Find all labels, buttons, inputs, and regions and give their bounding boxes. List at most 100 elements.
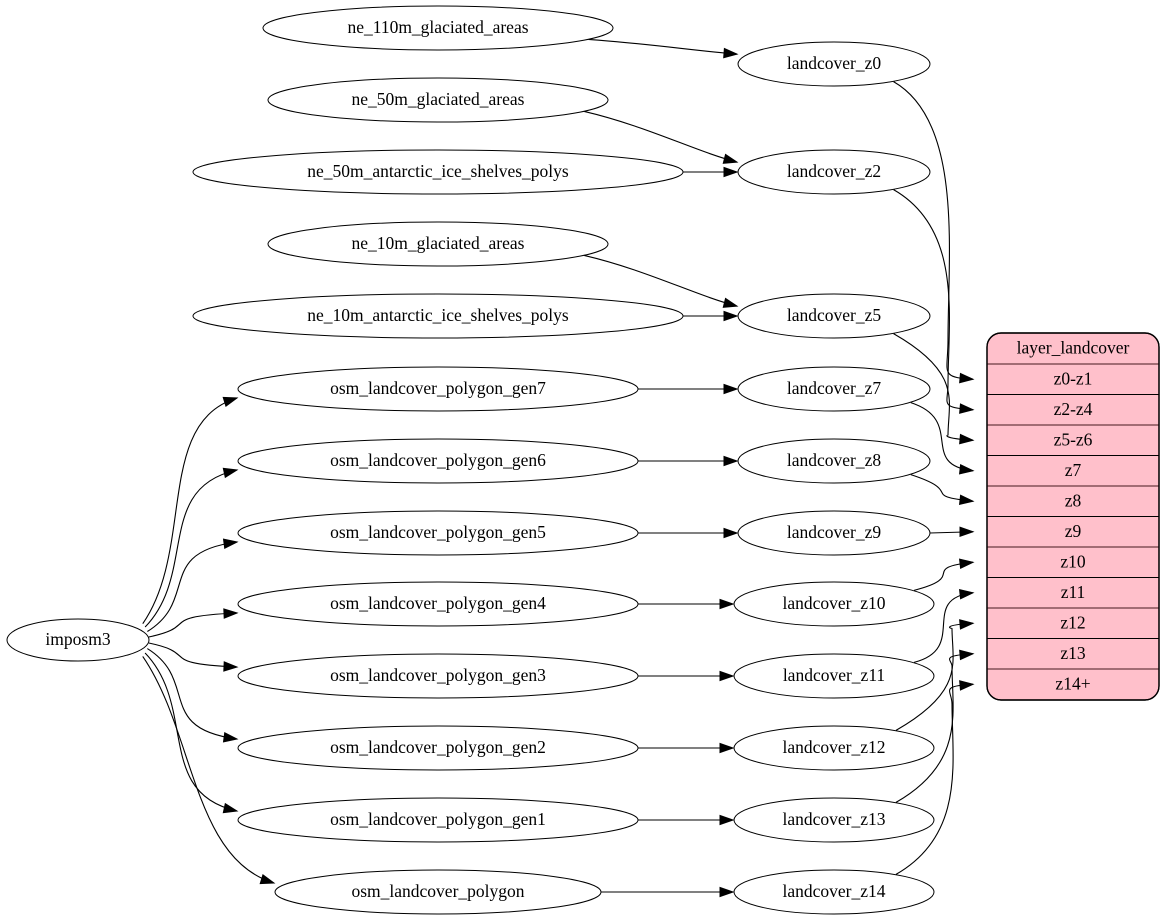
node-ne-110m-glaciated-areas-label: ne_110m_glaciated_areas [347,17,528,37]
layer-table-row-label: z11 [1061,582,1086,602]
edge-arrowhead [959,433,975,445]
node-ne-10m-glaciated-areas-label: ne_10m_glaciated_areas [352,233,525,253]
node-osm-landcover-polygon-gen7-label: osm_landcover_polygon_gen7 [330,378,546,398]
node-landcover-z9-label: landcover_z9 [787,522,882,542]
node-landcover-z5[interactable]: landcover_z5 [737,293,931,339]
node-landcover-z14-shape [733,869,935,915]
node-landcover-z7-shape [737,366,931,412]
edge-arrowhead [223,608,239,619]
edge-arrowhead [723,47,739,59]
node-landcover-z8[interactable]: landcover_z8 [737,438,931,484]
node-landcover-z7-label: landcover_z7 [787,378,882,398]
edge-arrowhead [222,396,239,408]
node-landcover-z2-label: landcover_z2 [787,161,881,181]
node-landcover-z2-shape [737,149,931,195]
node-osm-landcover-polygon-gen6-label: osm_landcover_polygon_gen6 [330,450,546,470]
edge-to-layer-row [913,592,974,663]
edge-to-layer-row [893,189,974,411]
edge-source-to-landcover [584,254,738,307]
node-osm-landcover-polygon-gen4-shape [237,581,639,627]
edge-imposm3-to-source-table [144,469,238,628]
node-osm-landcover-polygon-gen4[interactable]: osm_landcover_polygon_gen4 [237,581,639,627]
node-landcover-z14[interactable]: landcover_z14 [733,869,935,915]
edge-arrowhead [723,166,739,178]
node-landcover-z5-label: landcover_z5 [787,305,882,325]
edge-arrowhead [723,527,739,539]
node-ne-50m-antarctic-ice-shelves-polys[interactable]: ne_50m_antarctic_ice_shelves_polys [192,149,684,195]
nodes-layer: imposm3 ne_110m_glaciated_areas ne_50m_gla… [6,5,935,915]
node-osm-landcover-polygon-gen6[interactable]: osm_landcover_polygon_gen6 [237,438,639,484]
edge-arrowhead [222,538,239,550]
node-ne-10m-antarctic-ice-shelves-polys[interactable]: ne_10m_antarctic_ice_shelves_polys [192,293,684,339]
edge-arrowhead [222,802,239,814]
node-landcover-z12-shape [733,725,935,771]
node-landcover-z0[interactable]: landcover_z0 [737,41,931,87]
node-landcover-z14-label: landcover_z14 [782,881,885,901]
edge-arrowhead [959,372,975,384]
node-imposm3[interactable]: imposm3 [6,618,150,662]
layer-table-row-label: z8 [1065,490,1082,510]
node-ne-50m-glaciated-areas[interactable]: ne_50m_glaciated_areas [267,77,609,123]
node-osm-landcover-polygon-gen7[interactable]: osm_landcover_polygon_gen7 [237,366,639,412]
node-landcover-z8-shape [737,438,931,484]
node-ne-10m-glaciated-areas-shape [267,221,609,267]
node-osm-landcover-polygon-gen2[interactable]: osm_landcover_polygon_gen2 [237,725,639,771]
layer-table-row-label: z0-z1 [1054,368,1093,388]
node-landcover-z10-shape [733,581,935,627]
edge-to-layer-row [895,622,974,731]
node-landcover-z9-shape [737,510,931,556]
edge-to-layer-row [910,402,974,472]
node-landcover-z11[interactable]: landcover_z11 [733,653,935,699]
edge-arrowhead [719,814,735,826]
node-landcover-z2[interactable]: landcover_z2 [737,149,931,195]
edge-arrowhead [959,526,975,538]
node-osm-landcover-polygon-gen2-label: osm_landcover_polygon_gen2 [330,737,546,757]
edge-arrowhead [222,467,239,479]
node-landcover-z12[interactable]: landcover_z12 [733,725,935,771]
node-osm-landcover-polygon-gen6-shape [237,438,639,484]
node-osm-landcover-polygon-gen1-shape [237,797,639,843]
edge-arrowhead [959,649,975,661]
node-ne-50m-glaciated-areas-shape [267,77,609,123]
edge-arrowhead [223,661,239,672]
node-osm-landcover-polygon-gen1[interactable]: osm_landcover_polygon_gen1 [237,797,639,843]
node-landcover-z5-shape [737,293,931,339]
edge-imposm3-to-source-table [148,612,238,638]
node-osm-landcover-polygon-gen3[interactable]: osm_landcover_polygon_gen3 [237,653,639,699]
edge-imposm3-to-source-table [142,656,275,884]
edge-arrowhead [722,297,739,308]
node-landcover-z13-label: landcover_z13 [782,809,885,829]
edge-to-layer-row [895,653,974,803]
layer-table-outline [986,332,1160,701]
node-ne-110m-glaciated-areas[interactable]: ne_110m_glaciated_areas [262,5,614,51]
node-osm-landcover-polygon[interactable]: osm_landcover_polygon [274,869,602,915]
node-osm-landcover-polygon-gen4-label: osm_landcover_polygon_gen4 [330,593,546,613]
node-landcover-z10-label: landcover_z10 [782,593,885,613]
node-landcover-z10[interactable]: landcover_z10 [733,581,935,627]
node-landcover-z11-shape [733,653,935,699]
edge-source-to-landcover [588,38,738,55]
edge-source-to-landcover [584,110,738,163]
node-landcover-z0-shape [737,41,931,87]
node-landcover-z9[interactable]: landcover_z9 [737,510,931,556]
layer-table-row-label: z7 [1065,460,1082,480]
edge-arrowhead [723,383,739,395]
layer-table-row-label: z2-z4 [1054,399,1093,419]
node-osm-landcover-polygon-gen5[interactable]: osm_landcover_polygon_gen5 [237,510,639,556]
edge-imposm3-to-source-table [148,642,238,668]
layer-landcover-table: layer_landcoverz0-z1z2-z4z5-z6z7z8z9z10z… [986,332,1160,701]
node-landcover-z0-label: landcover_z0 [787,53,882,73]
node-osm-landcover-polygon-shape [274,869,602,915]
edge-arrowhead [259,873,276,885]
node-ne-50m-antarctic-ice-shelves-polys-label: ne_50m_antarctic_ice_shelves_polys [307,161,569,181]
node-landcover-z7[interactable]: landcover_z7 [737,366,931,412]
node-landcover-z13[interactable]: landcover_z13 [733,797,935,843]
node-ne-110m-glaciated-areas-shape [262,5,614,51]
node-ne-10m-glaciated-areas[interactable]: ne_10m_glaciated_areas [267,221,609,267]
edge-arrowhead [722,153,739,164]
edge-arrowhead [222,731,239,743]
layer-table-row-label: z9 [1065,521,1082,541]
edge-arrowhead [719,598,735,610]
